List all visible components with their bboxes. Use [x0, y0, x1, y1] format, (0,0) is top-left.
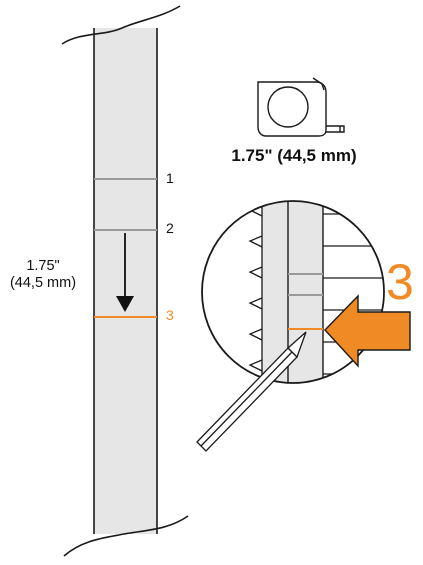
tick-label-2: 2 — [166, 220, 174, 236]
tick-label-3: 3 — [166, 307, 174, 323]
tape-measure-icon — [257, 77, 345, 137]
pointer-arrow-icon — [324, 294, 411, 368]
break-line-bottom — [63, 515, 189, 557]
dimension-line-2: (44,5 mm) — [9, 275, 77, 291]
step-number: 3 — [386, 254, 414, 310]
door-rail — [61, 5, 189, 557]
dimension-line-1: 1.75" — [26, 258, 60, 274]
pencil-icon — [196, 331, 307, 452]
tape-measure-label: 1.75" (44,5 mm) — [231, 146, 357, 165]
tick-label-1: 1 — [166, 170, 174, 186]
arrow-down-icon — [116, 233, 134, 312]
dimension-label: 1.75" (44,5 mm) — [0, 258, 86, 292]
break-line-top — [61, 5, 181, 45]
magnifier — [201, 200, 385, 384]
